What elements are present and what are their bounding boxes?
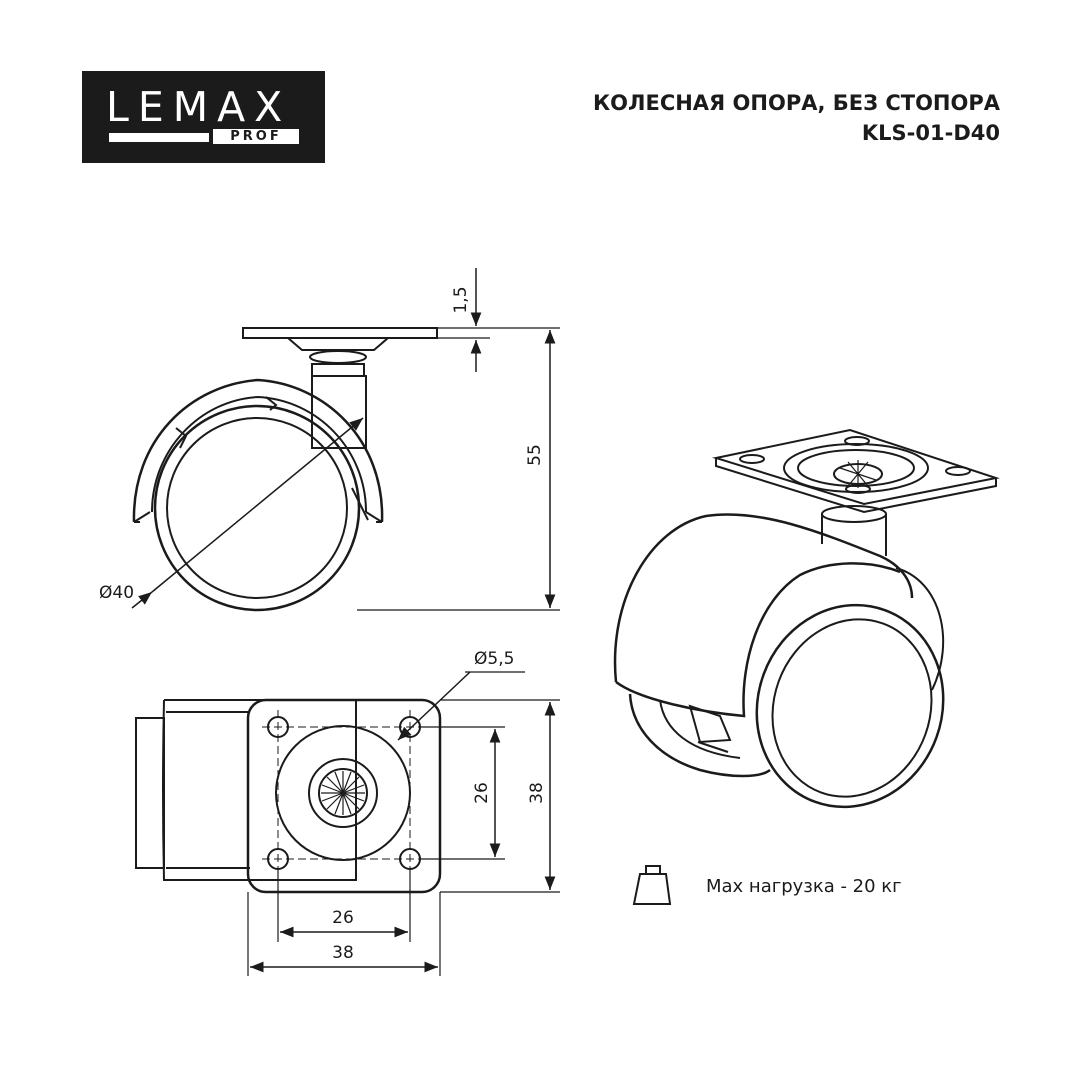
dim-hole-spacing-h: 26 [332,908,354,928]
dim-hole-spacing-v: 26 [472,782,492,804]
max-load-label: Max нагрузка - 20 кг [706,876,902,897]
dim-height: 55 [525,444,545,466]
brand-logo: LEMAX PROF [82,71,325,163]
weight-icon [632,865,672,905]
brand-sub: PROF [213,129,299,144]
dim-wheel-diameter: Ø40 [99,583,134,603]
brand-name: LEMAX [106,83,292,131]
dim-plate-thickness: 1,5 [451,286,471,313]
top-view [135,671,560,976]
side-view [131,268,560,612]
dim-plate-size-v: 38 [527,782,547,804]
title-line1: КОЛЕСНАЯ ОПОРА, БЕЗ СТОПОРА [593,91,1000,115]
dim-plate-size-h: 38 [332,943,354,963]
dim-hole-diameter: Ø5,5 [474,649,514,669]
logo-bar [109,133,209,142]
title-line2: KLS-01-D40 [861,121,1000,145]
iso-view [613,428,1000,809]
product-title: КОЛЕСНАЯ ОПОРА, БЕЗ СТОПОРА KLS-01-D40 [593,88,1000,148]
